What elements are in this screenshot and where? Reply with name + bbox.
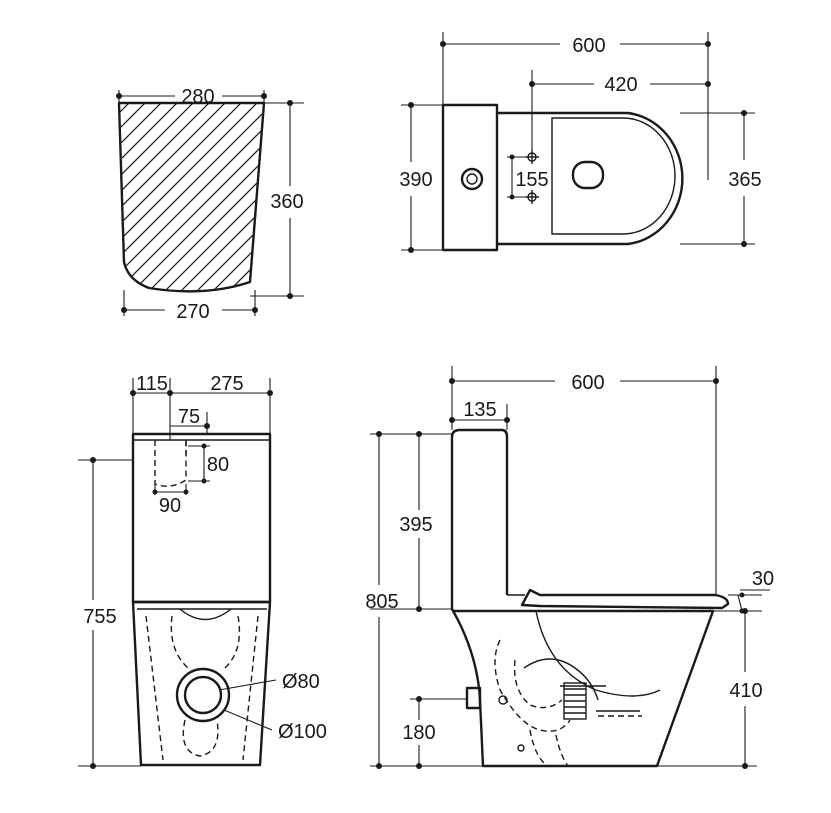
dim-side-seat-thickness: 30 bbox=[752, 568, 774, 590]
dim-plan-bowl-width: 365 bbox=[728, 169, 761, 191]
hatch-line bbox=[119, 103, 207, 292]
dim-outlet-outer-diameter: Ø100 bbox=[278, 721, 327, 743]
plan-view: 600 420 390 155 365 bbox=[399, 32, 762, 253]
hatch-line bbox=[284, 90, 494, 300]
side-grate bbox=[560, 682, 606, 720]
hatch-line bbox=[139, 103, 264, 292]
hatch-line bbox=[155, 103, 264, 292]
hatch-line bbox=[119, 103, 264, 292]
dim-outlet-inner-diameter: Ø80 bbox=[282, 671, 320, 693]
hatch-line bbox=[203, 103, 264, 292]
hatch-line bbox=[119, 103, 159, 292]
dim-tank-top-width: 280 bbox=[181, 86, 214, 108]
tank-section-view: 280 270 360 bbox=[0, 86, 606, 323]
hatch-line bbox=[119, 103, 191, 292]
dim-front-inlet-offset: 75 bbox=[178, 406, 200, 428]
dim-front-inlet-height: 80 bbox=[207, 454, 229, 476]
dim-plan-tank-width: 390 bbox=[399, 169, 432, 191]
side-tank-outline bbox=[450, 428, 509, 609]
plan-flush-button-outer bbox=[460, 167, 484, 191]
front-outlet-outer bbox=[175, 667, 231, 723]
hatch-line bbox=[316, 90, 526, 300]
dim-plan-mounting-distance: 420 bbox=[604, 74, 637, 96]
hatch-line bbox=[119, 103, 264, 292]
dim-plan-hole-spacing: 155 bbox=[515, 169, 548, 191]
hatch-line bbox=[235, 103, 264, 292]
hatch-line bbox=[119, 103, 239, 292]
front-outlet-inner bbox=[183, 675, 223, 715]
dim-side-tank-height: 395 bbox=[399, 514, 432, 536]
dim-tank-bottom-width: 270 bbox=[176, 301, 209, 323]
dim-side-tank-depth: 135 bbox=[463, 399, 496, 421]
hatch-line bbox=[171, 103, 264, 292]
dim-front-inlet-width: 90 bbox=[159, 495, 181, 517]
plan-flush-hole bbox=[571, 160, 605, 190]
side-bowl-outline bbox=[450, 608, 715, 768]
tank-section-outline bbox=[117, 101, 266, 293]
dim-side-total-height: 805 bbox=[365, 591, 398, 613]
dim-side-length: 600 bbox=[571, 372, 604, 394]
dim-front-width: 275 bbox=[210, 373, 243, 395]
hatch-line bbox=[300, 90, 510, 300]
side-seat bbox=[520, 588, 730, 610]
hatch-line bbox=[123, 103, 264, 292]
hatch-line bbox=[119, 103, 255, 292]
front-tank-outline bbox=[131, 432, 272, 604]
hatch-line bbox=[0, 90, 110, 300]
dim-side-seat-height: 410 bbox=[729, 680, 762, 702]
plan-bowl-inner bbox=[551, 117, 676, 235]
front-base-outline bbox=[131, 600, 272, 767]
hatch-line bbox=[187, 103, 264, 292]
hatch-line bbox=[364, 90, 574, 300]
hatch-line bbox=[348, 90, 558, 300]
hatch-line bbox=[119, 103, 127, 292]
side-view: 600 135 395 805 180 30 bbox=[365, 366, 774, 769]
plan-flush-button-inner bbox=[466, 173, 478, 185]
dim-side-outlet-height: 180 bbox=[402, 722, 435, 744]
dim-tank-height: 360 bbox=[270, 191, 303, 213]
hatch-line bbox=[119, 103, 264, 292]
dim-plan-length: 600 bbox=[572, 35, 605, 57]
side-outlet bbox=[465, 686, 482, 710]
dim-front-left-offset: 115 bbox=[136, 373, 168, 395]
hatch-line bbox=[119, 103, 264, 292]
front-view: 115 275 75 80 90 755 Ø80 Ø100 bbox=[78, 373, 327, 769]
hatch-line bbox=[119, 103, 223, 292]
plan-outline bbox=[441, 103, 684, 252]
dim-front-height: 755 bbox=[83, 606, 116, 628]
hatch-line bbox=[119, 103, 175, 292]
hatch-line bbox=[396, 90, 606, 300]
